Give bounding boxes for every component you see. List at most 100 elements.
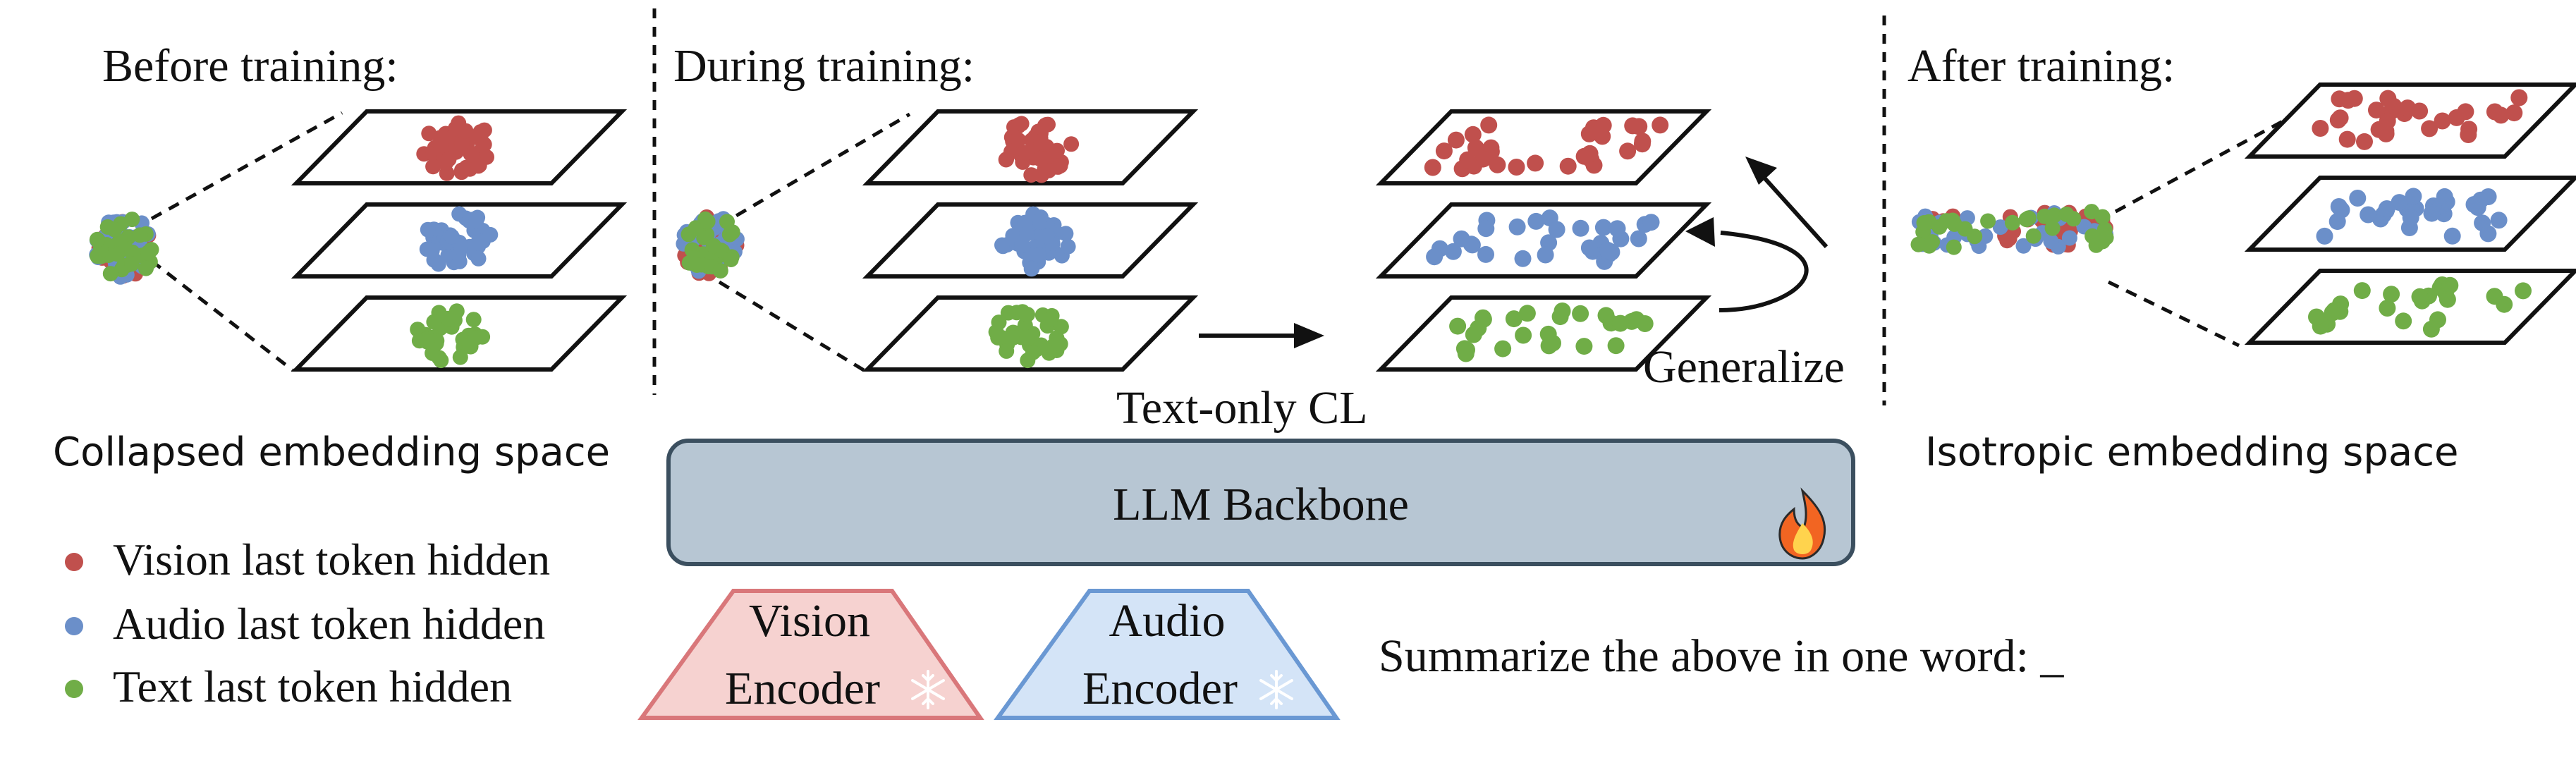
text-dot — [2438, 291, 2456, 308]
isotropic-dot — [2094, 233, 2111, 250]
audio-dot — [1609, 220, 1626, 238]
text-dot — [2422, 320, 2440, 338]
vision-dot — [1435, 142, 1453, 160]
audio-dot — [482, 226, 499, 243]
text-dot — [1005, 329, 1021, 346]
audio-dot — [470, 235, 486, 251]
audio-dot — [1508, 218, 1526, 236]
vision-dot — [1580, 125, 1598, 142]
vision-dot — [1508, 159, 1525, 176]
text-dot — [991, 314, 1007, 331]
embedding-dots — [89, 89, 2532, 369]
legend: Vision last token hidden Audio last toke… — [65, 534, 550, 711]
text-dot — [1611, 314, 1629, 332]
legend-marker-text — [65, 680, 83, 698]
vision-dot — [1619, 142, 1637, 160]
audio-dot — [2349, 190, 2367, 207]
audio-dot — [2333, 201, 2350, 219]
after-training-heading: After training: — [1907, 40, 2175, 92]
isotropic-dot — [1992, 219, 2008, 236]
vision-dot — [1424, 159, 1441, 176]
text-dot — [1553, 302, 1571, 319]
text-dot — [440, 310, 456, 326]
vision-dot — [1036, 151, 1052, 166]
collapsed-dot — [132, 227, 148, 243]
vision-dot — [998, 152, 1014, 168]
text-dot — [990, 330, 1006, 346]
vision-encoder-line1: Vision — [749, 595, 870, 647]
audio-dot — [1580, 239, 1598, 257]
vision-dot — [2385, 97, 2403, 115]
isotropic-dot — [2061, 230, 2077, 246]
vision-dot — [454, 136, 470, 152]
text-dot — [465, 312, 482, 328]
vision-dot — [2421, 120, 2438, 137]
collapsed-dot — [681, 255, 697, 271]
audio-dot — [994, 237, 1010, 253]
generalize-curve-arrowhead — [1685, 217, 1715, 247]
vision-dot — [421, 126, 437, 142]
vision-dot — [2377, 122, 2395, 140]
vision-dot — [1459, 151, 1477, 169]
vision-dot — [1049, 142, 1065, 159]
vision-dot — [1464, 126, 1482, 143]
vision-dot — [425, 159, 441, 175]
legend-label-audio: Audio last token hidden — [113, 599, 545, 649]
vision-dot — [2312, 120, 2329, 137]
generalize-up-arrowhead — [1745, 157, 1777, 185]
text-dot — [1572, 305, 1589, 322]
plane-after-text — [2244, 269, 2576, 345]
audio-dot — [2405, 188, 2422, 205]
audio-dot — [2443, 227, 2461, 245]
collapsed-dot — [124, 244, 140, 260]
vision-dot — [2510, 89, 2528, 106]
text-dot — [1540, 337, 1558, 355]
audio-dot — [1537, 246, 1554, 264]
vision-dot — [1023, 167, 1039, 183]
legend-label-vision: Vision last token hidden — [113, 534, 550, 585]
collapsed-dot — [111, 233, 128, 250]
text-dot — [2411, 288, 2429, 305]
llm-backbone-label: LLM Backbone — [1113, 479, 1409, 530]
text-dot — [2353, 282, 2371, 300]
collapsed-dot — [124, 212, 140, 228]
audio-dot — [1463, 236, 1481, 254]
vision-dot — [1011, 132, 1027, 148]
isotropic-dot — [2037, 208, 2053, 224]
isotropic-dot — [2043, 233, 2059, 250]
vision-dot — [454, 162, 470, 178]
isotropic-dot — [2084, 204, 2100, 220]
vision-dot — [2338, 130, 2356, 148]
isotropic-dot — [1980, 213, 1996, 229]
text-dot — [2515, 282, 2532, 300]
snowflake-icon — [1259, 670, 1293, 709]
audio-dot — [1023, 261, 1039, 277]
collapsed-dot — [124, 256, 140, 272]
audio-dot — [1477, 245, 1494, 263]
audio-dot — [1599, 241, 1616, 259]
audio-dot — [424, 243, 440, 259]
audio-dot — [2360, 206, 2377, 224]
text-dot — [1636, 315, 1654, 332]
audio-dot — [2465, 196, 2483, 213]
audio-dot — [1060, 238, 1076, 255]
audio-dot — [2490, 212, 2508, 229]
audio-dot — [1527, 212, 1545, 230]
plane-after-vision — [2244, 82, 2576, 159]
text-dot — [1457, 345, 1475, 362]
vision-dot — [1480, 116, 1498, 134]
collapsed-dot — [723, 252, 739, 267]
legend-marker-audio — [65, 617, 83, 635]
text-dot — [2383, 286, 2400, 303]
text-dot — [2441, 276, 2459, 294]
collapsed-dot — [706, 238, 721, 254]
text-dot — [2308, 308, 2325, 326]
text-dot — [1019, 329, 1035, 346]
vision-dot — [2434, 112, 2451, 130]
audio-dot — [2479, 225, 2497, 243]
vision-dot — [1013, 116, 1030, 132]
vision-encoder-line2: Encoder — [725, 663, 880, 714]
projection-lines — [150, 111, 2293, 372]
vision-dot — [2460, 126, 2477, 143]
prompt-text: Summarize the above in one word: _ — [1379, 630, 2064, 682]
